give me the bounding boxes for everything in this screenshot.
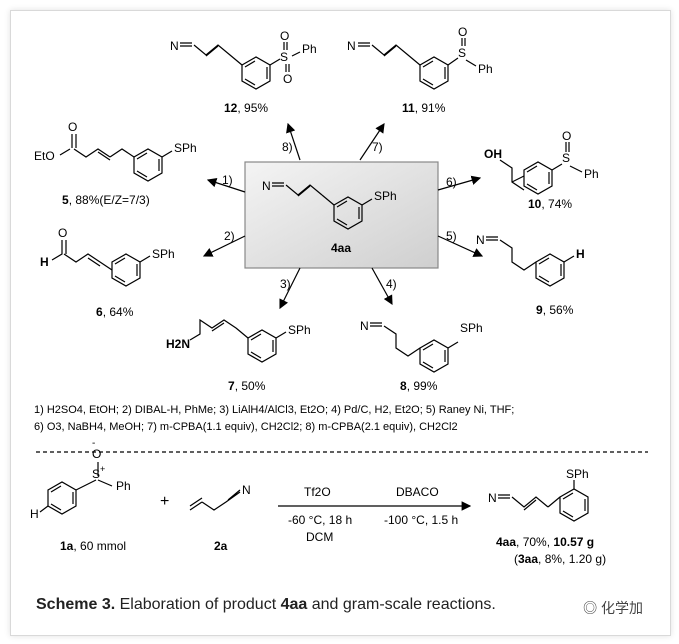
c11-label: 11, 91% [402,101,446,115]
arrow-2 [202,235,246,257]
arrow-6 [437,175,482,191]
c12-ph: Ph [302,42,317,56]
center-box [244,161,439,269]
structure-6 [51,240,151,287]
product-label: 4aa, 70%, 10.57 g [496,535,594,549]
structure-2a [189,489,241,511]
figure-caption: Scheme 3. Elaboration of product 4aa and… [36,596,496,614]
cond1-top: Tf2O [304,485,331,499]
arrow-4 [371,267,393,306]
watermark: ◎ 化学加 [583,598,643,618]
structure-12 [180,42,301,90]
svg-text:O: O [92,447,101,461]
caption-prefix: Scheme 3. [36,596,116,613]
c7-sph: SPh [288,323,311,337]
arrow-1 [206,178,246,193]
structure-11 [358,38,477,90]
center-label: 4aa [331,241,351,255]
plus-sign: + [160,493,169,510]
arrow-3 [279,267,301,310]
watermark-text: 化学加 [601,600,643,616]
caption-text-2: and gram-scale reactions. [307,596,496,613]
arrow-7 [359,123,385,161]
svg-text:N: N [242,483,251,497]
wechat-icon: ◎ [583,600,601,616]
svg-text:O: O [58,226,67,240]
svg-text:N: N [360,319,369,333]
structure-9 [486,236,575,287]
c5-label: 5, 88%(E/Z=7/3) [62,193,150,207]
structure-5 [59,134,173,182]
c10-label: 10, 74% [528,197,572,211]
svg-text:O: O [68,120,77,134]
c11-ph: Ph [478,62,493,76]
structure-10 [499,142,583,195]
svg-text:N: N [488,491,497,505]
arrow-label-6: 6) [446,175,457,189]
c5-sph: SPh [174,141,197,155]
svg-text:N: N [262,179,271,193]
arrow-label-1: 1) [222,173,233,187]
c6-label: 6, 64% [96,305,134,319]
c6-sph: SPh [152,247,175,261]
svg-text:-: - [92,438,95,449]
c9-label: 9, 56% [536,303,574,317]
arrow-label-5: 5) [446,229,457,243]
r1-h: H [30,507,39,521]
c7-h2n: H2N [166,337,190,351]
svg-text:N: N [347,39,356,53]
r1-ph: Ph [116,479,131,493]
c12-label: 12, 95% [224,101,268,115]
c6-h: H [40,255,49,269]
arrow-8 [286,122,301,161]
svg-text:S: S [458,46,466,60]
c8-sph: SPh [460,321,483,335]
center-sph: SPh [374,189,397,203]
svg-text:S: S [562,151,570,165]
svg-text:O: O [562,129,571,143]
structure-1a [39,462,113,515]
svg-text:N: N [476,233,485,247]
arrow-label-7: 7) [372,140,383,154]
side-product-label: (3aa, 8%, 1.20 g) [514,552,606,566]
cond2-b1: -100 °C, 1.5 h [384,513,458,527]
figure-frame [10,10,671,636]
arrow-label-8: 8) [282,140,293,154]
svg-text:N: N [170,39,179,53]
c9-h: H [576,247,585,261]
structure-7 [189,318,287,363]
arrow-5 [437,235,484,257]
c8-label: 8, 99% [400,379,438,393]
caption-text-1: Elaboration of product [115,596,281,613]
structure-8 [370,322,459,373]
svg-text:S: S [280,50,288,64]
svg-text:O: O [458,25,467,39]
svg-text:S: S [92,467,100,481]
cond2-top: DBACO [396,485,439,499]
svg-text:O: O [280,29,289,43]
r2-label: 2a [214,539,228,553]
arrow-label-3: 3) [280,277,291,291]
structure-4aa-product [498,480,589,522]
c7-label: 7, 50% [228,379,266,393]
cond1-b1: -60 °C, 18 h [288,513,352,527]
conditions-line-1: 1) H2SO4, EtOH; 2) DIBAL-H, PhMe; 3) LiA… [34,404,514,416]
cond1-b2: DCM [306,530,333,544]
svg-text:+: + [100,464,105,474]
arrow-label-2: 2) [224,229,235,243]
caption-bold: 4aa [280,596,308,613]
svg-text:O: O [283,72,292,86]
c10-oh: OH [484,147,502,161]
r1-label: 1a, 60 mmol [60,539,126,553]
conditions-line-2: 6) O3, NaBH4, MeOH; 7) m-CPBA(1.1 equiv)… [34,421,458,433]
arrow-label-4: 4) [386,277,397,291]
product-sph: SPh [566,467,589,481]
c10-ph: Ph [584,167,599,181]
c5-eto: EtO [34,149,55,163]
center-structure [272,182,373,230]
